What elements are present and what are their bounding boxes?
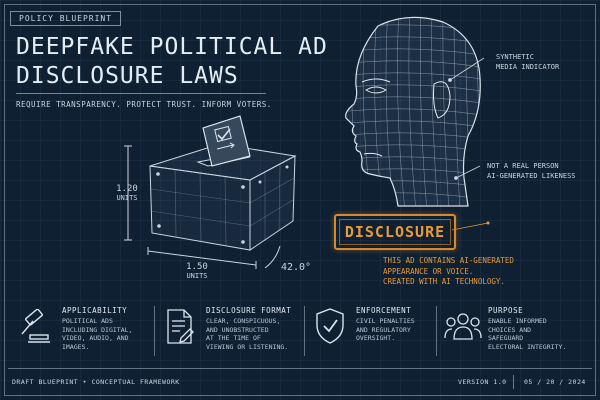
panel-applicability: APPLICABILITY POLITICAL ADS INCLUDING DI… — [14, 303, 154, 363]
policy-tag: POLICY BLUEPRINT — [10, 11, 122, 26]
panel-line: VIEWING OR LISTENING. — [206, 342, 289, 351]
height-value: 1.20 — [116, 184, 138, 194]
height-dimension-label: 1.20 UNITS — [110, 184, 144, 202]
panel-line: CIVIL PENALTIES — [356, 317, 415, 325]
panel-line: OVERSIGHT. — [356, 334, 396, 343]
people-icon — [444, 313, 482, 340]
panel-body: CIVIL PENALTIES AND REGULATORY OVERSIGHT… — [356, 317, 415, 343]
panel-line: SAFEGUARD — [488, 334, 524, 343]
callout-text: MEDIA INDICATOR — [496, 62, 560, 71]
document-icon — [167, 309, 194, 344]
disclosure-label: DISCLOSURE — [344, 223, 446, 241]
ballot-box-illustration — [124, 115, 297, 269]
angle-label: 42.0° — [280, 262, 312, 273]
panel-line: CHOICES AND — [488, 325, 532, 334]
page-title: DEEPFAKE POLITICAL AD DISCLOSURE LAWS — [16, 33, 328, 91]
ear — [433, 81, 451, 119]
panel-line: INCLUDING DIGITAL, — [62, 325, 133, 334]
callout-text: SYNTHETIC — [496, 53, 534, 61]
panel-line: CLEAR, CONSPICUOUS, — [206, 317, 281, 325]
footer-version: VERSION 1.0 — [458, 378, 507, 386]
callout-text: NOT A REAL PERSON — [487, 162, 559, 170]
wireframe-head-illustration — [345, 16, 481, 207]
panel-line: ELECTORAL INTEGRITY. — [488, 342, 567, 351]
width-dimension-label: 1.50 UNITS — [180, 262, 214, 280]
footer-rule — [8, 368, 592, 369]
callout-lines — [448, 57, 485, 180]
footer-divider — [513, 375, 514, 389]
panel-title: APPLICABILITY — [62, 306, 128, 315]
panel-body: CLEAR, CONSPICUOUS, AND UNOBSTRUCTED AT … — [206, 317, 288, 351]
eye — [365, 86, 387, 94]
panel-enforcement: ENFORCEMENT CIVIL PENALTIES AND REGULATO… — [308, 303, 436, 363]
title-rule — [16, 93, 266, 94]
width-dimension-line — [147, 250, 257, 266]
disclosure-badge: DISCLOSURE — [334, 214, 456, 250]
height-unit: UNITS — [116, 194, 138, 202]
panel-line: IMAGES. — [62, 342, 90, 351]
panel-line: VIDEO, AUDIO, AND — [62, 334, 129, 343]
panel-line: AND REGULATORY — [356, 325, 411, 334]
panel-line: AT THE TIME OF — [206, 334, 261, 343]
width-unit: UNITS — [186, 272, 208, 280]
panel-divider — [154, 306, 155, 356]
disclosure-line: APPEARANCE OR VOICE. — [383, 266, 474, 276]
angle-arc — [264, 245, 281, 269]
disclosure-badge-inner — [339, 219, 451, 245]
panel-divider — [304, 306, 305, 356]
gavel-icon — [21, 309, 50, 343]
outer-frame — [4, 4, 596, 396]
panel-title: ENFORCEMENT — [356, 306, 412, 315]
panel-title: PURPOSE — [488, 306, 524, 315]
panel-divider — [436, 306, 437, 356]
synthetic-media-callout: SYNTHETIC MEDIA INDICATOR — [496, 53, 559, 72]
panel-body: ENABLE INFORMED CHOICES AND SAFEGUARD EL… — [488, 317, 566, 351]
ballot-paper — [202, 115, 251, 167]
disclosure-text: THIS AD CONTAINS AI-GENERATED APPEARANCE… — [383, 256, 514, 288]
title-line-2: DISCLOSURE LAWS — [16, 63, 239, 89]
disclosure-connector — [452, 221, 490, 231]
width-value: 1.50 — [186, 262, 208, 272]
disclosure-line: THIS AD CONTAINS AI-GENERATED — [383, 256, 514, 265]
disclosure-line: CREATED WITH AI TECHNOLOGY. — [383, 277, 505, 286]
panel-title: DISCLOSURE FORMAT — [206, 306, 292, 315]
panel-line: AND UNOBSTRUCTED — [206, 325, 269, 334]
panel-body: POLITICAL ADS INCLUDING DIGITAL, VIDEO, … — [62, 317, 132, 351]
footer-date: 05 / 20 / 2024 — [524, 378, 586, 386]
callout-text: AI-GENERATED LIKENESS — [487, 171, 576, 180]
subtitle: REQUIRE TRANSPARENCY. PROTECT TRUST. INF… — [16, 100, 272, 109]
footer-left: DRAFT BLUEPRINT • CONCEPTUAL FRAMEWORK — [12, 378, 180, 386]
panel-line: ENABLE INFORMED — [488, 317, 547, 325]
shield-check-icon — [316, 308, 344, 344]
panel-purpose: PURPOSE ENABLE INFORMED CHOICES AND SAFE… — [440, 303, 590, 363]
panel-disclosure-format: DISCLOSURE FORMAT CLEAR, CONSPICUOUS, AN… — [158, 303, 298, 363]
not-real-person-callout: NOT A REAL PERSON AI-GENERATED LIKENESS — [487, 162, 576, 181]
panel-line: POLITICAL ADS — [62, 317, 113, 325]
title-line-1: DEEPFAKE POLITICAL AD — [16, 34, 328, 60]
